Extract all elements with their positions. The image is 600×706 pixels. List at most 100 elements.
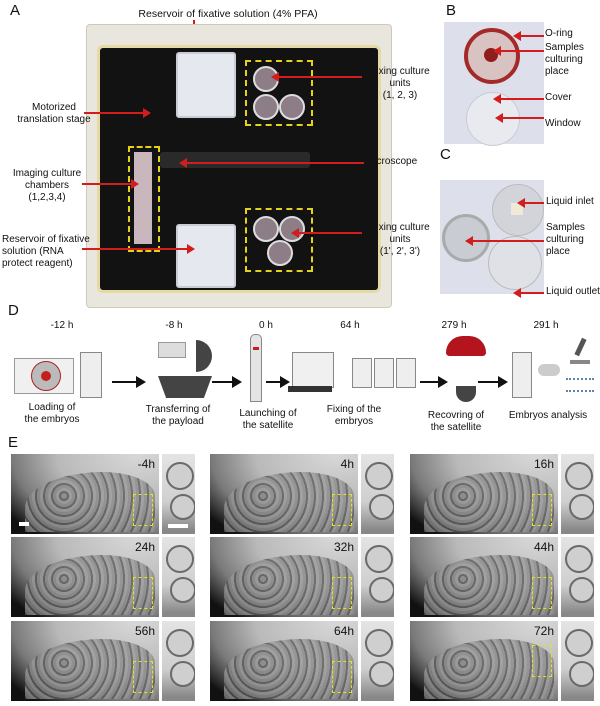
zoom-region-box: [133, 494, 153, 526]
microscope-icon: [568, 337, 590, 364]
label-line: culturing: [546, 234, 584, 245]
timepoint-label: 4h: [340, 457, 354, 471]
embryo-cell: [170, 661, 195, 687]
label-imaging-chambers: Imaging culture chambers (1,2,3,4): [2, 168, 92, 204]
time-step-5: 279 h: [441, 320, 467, 331]
label-liquid-inlet: Liquid inlet: [546, 196, 594, 207]
flow-arrow-1: [112, 376, 146, 388]
o-ring: [464, 28, 520, 84]
zoom-region-box: [133, 661, 153, 693]
fixing-unit-icon-1: [352, 358, 372, 388]
micrograph-panel: 44h: [410, 537, 594, 617]
culture-unit-photo-c: [440, 180, 544, 294]
panel-label-e: E: [8, 434, 19, 451]
timepoint-label: -4h: [137, 457, 155, 471]
imaging-chambers: [134, 152, 152, 244]
label-microscope: Microscope: [366, 156, 418, 167]
micrograph-zoom-inset: [162, 454, 195, 534]
caption-line: the payload: [152, 416, 204, 427]
samples-culturing-place-c: [442, 214, 490, 262]
micrograph-panel: 56h: [11, 621, 195, 701]
caption-step-5: Recovring of the satellite: [418, 410, 494, 434]
micrograph-main: 32h: [210, 537, 358, 617]
fixing-unit-3: [279, 94, 305, 120]
micrograph-main: -4h: [11, 454, 159, 534]
label-line: (1, 2, 3): [382, 90, 418, 101]
embryo-cell: [170, 494, 195, 520]
caption-line: Launching of: [239, 408, 297, 419]
micrograph-zoom-inset: [162, 537, 195, 617]
embryo-cell: [170, 577, 195, 603]
label-line: Motorized: [32, 102, 76, 113]
micrograph-main: 72h: [410, 621, 558, 701]
arrow-imaging-chambers: [82, 179, 139, 189]
micrograph-main: 24h: [11, 537, 159, 617]
liquid-outlet-part: [488, 236, 542, 290]
embryo-cell: [569, 661, 594, 687]
flow-arrow-4: [420, 376, 448, 388]
embryo-cell: [365, 629, 393, 657]
label-line: place: [545, 66, 569, 77]
flow-arrow-5: [478, 376, 508, 388]
label-line: Fixing culture: [370, 222, 430, 233]
label-line: Samples: [545, 42, 584, 53]
label-line: solution (RNA: [2, 246, 64, 257]
caption-step-1: Loading of the embryos: [14, 402, 90, 426]
timepoint-label: 32h: [333, 540, 354, 554]
embryo-cell: [369, 577, 394, 603]
microscope-body: [160, 152, 310, 168]
label-o-ring: O-ring: [545, 28, 573, 39]
panel-label-c: C: [440, 146, 451, 163]
time-step-2: -8 h: [165, 320, 183, 331]
scale-bar: [19, 522, 29, 526]
payload-icon: [158, 342, 186, 358]
label-liquid-outlet: Liquid outlet: [546, 286, 600, 297]
time-step-4: 64 h: [340, 320, 360, 331]
arrow-microscope: [179, 158, 364, 168]
culture-unit-analysis-icon: [512, 352, 532, 398]
caption-line: Transferring of: [145, 404, 211, 415]
zoom-region-box: [532, 645, 552, 677]
label-line: Reservoir of fixative: [2, 234, 90, 245]
arrow-window: [495, 113, 544, 123]
arrow-liquid-inlet: [517, 198, 544, 208]
label-line: translation stage: [17, 114, 91, 125]
label-line: Samples: [546, 222, 585, 233]
label-fixing-units-bottom: Fixing culture units (1', 2', 3'): [360, 222, 440, 258]
pump-base-icon: [288, 386, 332, 392]
culture-chamber-icon: [31, 361, 61, 391]
fixing-unit-icon-3: [396, 358, 416, 388]
capsule-return-icon: [456, 386, 476, 402]
arrow-samples-place-c: [465, 236, 544, 246]
arrow-o-ring: [513, 31, 544, 41]
microscope-base: [570, 360, 590, 364]
micrograph-panel: 4h: [210, 454, 394, 534]
label-samples-place-c: Samples culturing place: [546, 222, 585, 258]
rocket-icon: [250, 334, 262, 402]
micrograph-zoom-inset: [561, 454, 594, 534]
liquid-inlet-part: [492, 184, 544, 236]
label-reservoir-rna: Reservoir of fixative solution (RNA prot…: [2, 234, 102, 270]
timepoint-label: 24h: [134, 540, 155, 554]
caption-line: Loading of: [28, 402, 76, 413]
capsule-icon: [158, 376, 212, 398]
culture-unit-icon: [80, 352, 102, 398]
label-window: Window: [545, 118, 581, 129]
micrograph-panel: 64h: [210, 621, 394, 701]
caption-step-4: Fixing of the embryos: [314, 404, 394, 428]
timepoint-label: 16h: [533, 457, 554, 471]
parachute-icon: [446, 336, 486, 356]
label-line: chambers: [25, 180, 69, 191]
caption-line: embryos: [334, 416, 374, 427]
micrograph-zoom-inset: [561, 537, 594, 617]
zoom-region-box: [532, 577, 552, 609]
caption-step-2: Transferring of the payload: [138, 404, 218, 428]
arrow-reservoir-rna: [82, 244, 195, 254]
embryo-cell: [166, 545, 194, 573]
flow-arrow-3: [266, 376, 290, 388]
embryo-cell: [569, 494, 594, 520]
label-reservoir-pfa: Reservoir of fixative solution (4% PFA): [138, 8, 318, 20]
embryo-icon: [41, 371, 51, 381]
arrow-motorized-stage: [84, 108, 151, 118]
micrograph-zoom-inset: [361, 537, 394, 617]
